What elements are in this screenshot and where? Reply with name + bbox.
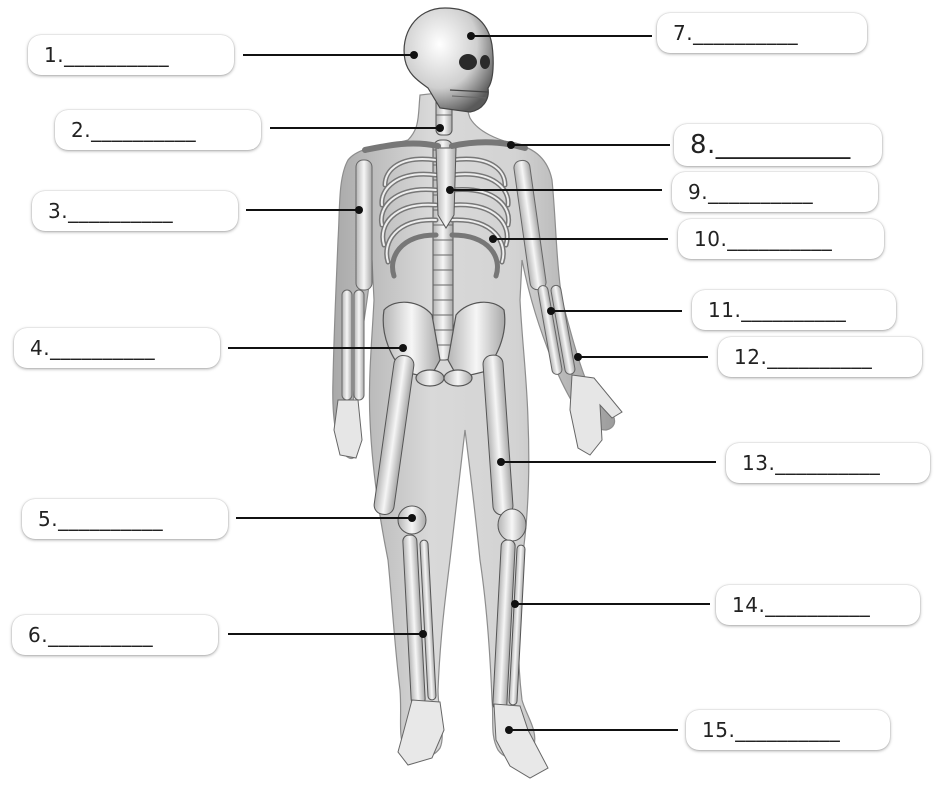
leader-dot-3 <box>355 206 363 214</box>
label-box-5[interactable]: 5.__________ <box>22 499 228 539</box>
leader-dot-10 <box>489 235 497 243</box>
label-5-text: 5.__________ <box>38 507 163 531</box>
leader-dot-5 <box>408 514 416 522</box>
label-box-7[interactable]: 7.__________ <box>657 13 867 53</box>
label-2-text: 2.__________ <box>71 118 196 142</box>
label-12-text: 12.__________ <box>734 345 872 369</box>
label-15-text: 15.__________ <box>702 718 840 742</box>
label-box-15[interactable]: 15.__________ <box>686 710 890 750</box>
label-3-text: 3.__________ <box>48 199 173 223</box>
label-9-text: 9.__________ <box>688 180 813 204</box>
leader-dot-8 <box>507 141 515 149</box>
label-14-text: 14.__________ <box>732 593 870 617</box>
leader-dot-15 <box>505 726 513 734</box>
label-box-11[interactable]: 11.__________ <box>692 290 896 330</box>
leader-dot-11 <box>547 307 555 315</box>
leader-dot-6 <box>419 630 427 638</box>
label-box-8[interactable]: 8.__________ <box>674 124 882 166</box>
leader-dot-14 <box>511 600 519 608</box>
label-13-text: 13.__________ <box>742 451 880 475</box>
leader-dot-1 <box>410 51 418 59</box>
label-box-3[interactable]: 3.__________ <box>32 191 238 231</box>
label-1-text: 1.__________ <box>44 43 169 67</box>
label-10-text: 10.__________ <box>694 227 832 251</box>
label-8-text: 8.__________ <box>690 130 851 160</box>
skull <box>404 8 493 112</box>
lower-leg-bones <box>403 535 526 710</box>
label-box-12[interactable]: 12.__________ <box>718 337 922 377</box>
leader-dot-7 <box>467 32 475 40</box>
label-box-6[interactable]: 6.__________ <box>12 615 218 655</box>
label-box-9[interactable]: 9.__________ <box>672 172 878 212</box>
leader-dot-4 <box>399 344 407 352</box>
label-7-text: 7.__________ <box>673 21 798 45</box>
label-11-text: 11.__________ <box>708 298 846 322</box>
label-box-10[interactable]: 10.__________ <box>678 219 884 259</box>
leader-dot-13 <box>497 458 505 466</box>
leader-dot-9 <box>446 186 454 194</box>
label-box-1[interactable]: 1.__________ <box>28 35 234 75</box>
label-box-14[interactable]: 14.__________ <box>716 585 920 625</box>
leader-dot-2 <box>436 124 444 132</box>
label-4-text: 4.__________ <box>30 336 155 360</box>
label-box-13[interactable]: 13.__________ <box>726 443 930 483</box>
label-box-4[interactable]: 4.__________ <box>14 328 220 368</box>
label-box-2[interactable]: 2.__________ <box>55 110 261 150</box>
label-6-text: 6.__________ <box>28 623 153 647</box>
leader-dot-12 <box>574 353 582 361</box>
